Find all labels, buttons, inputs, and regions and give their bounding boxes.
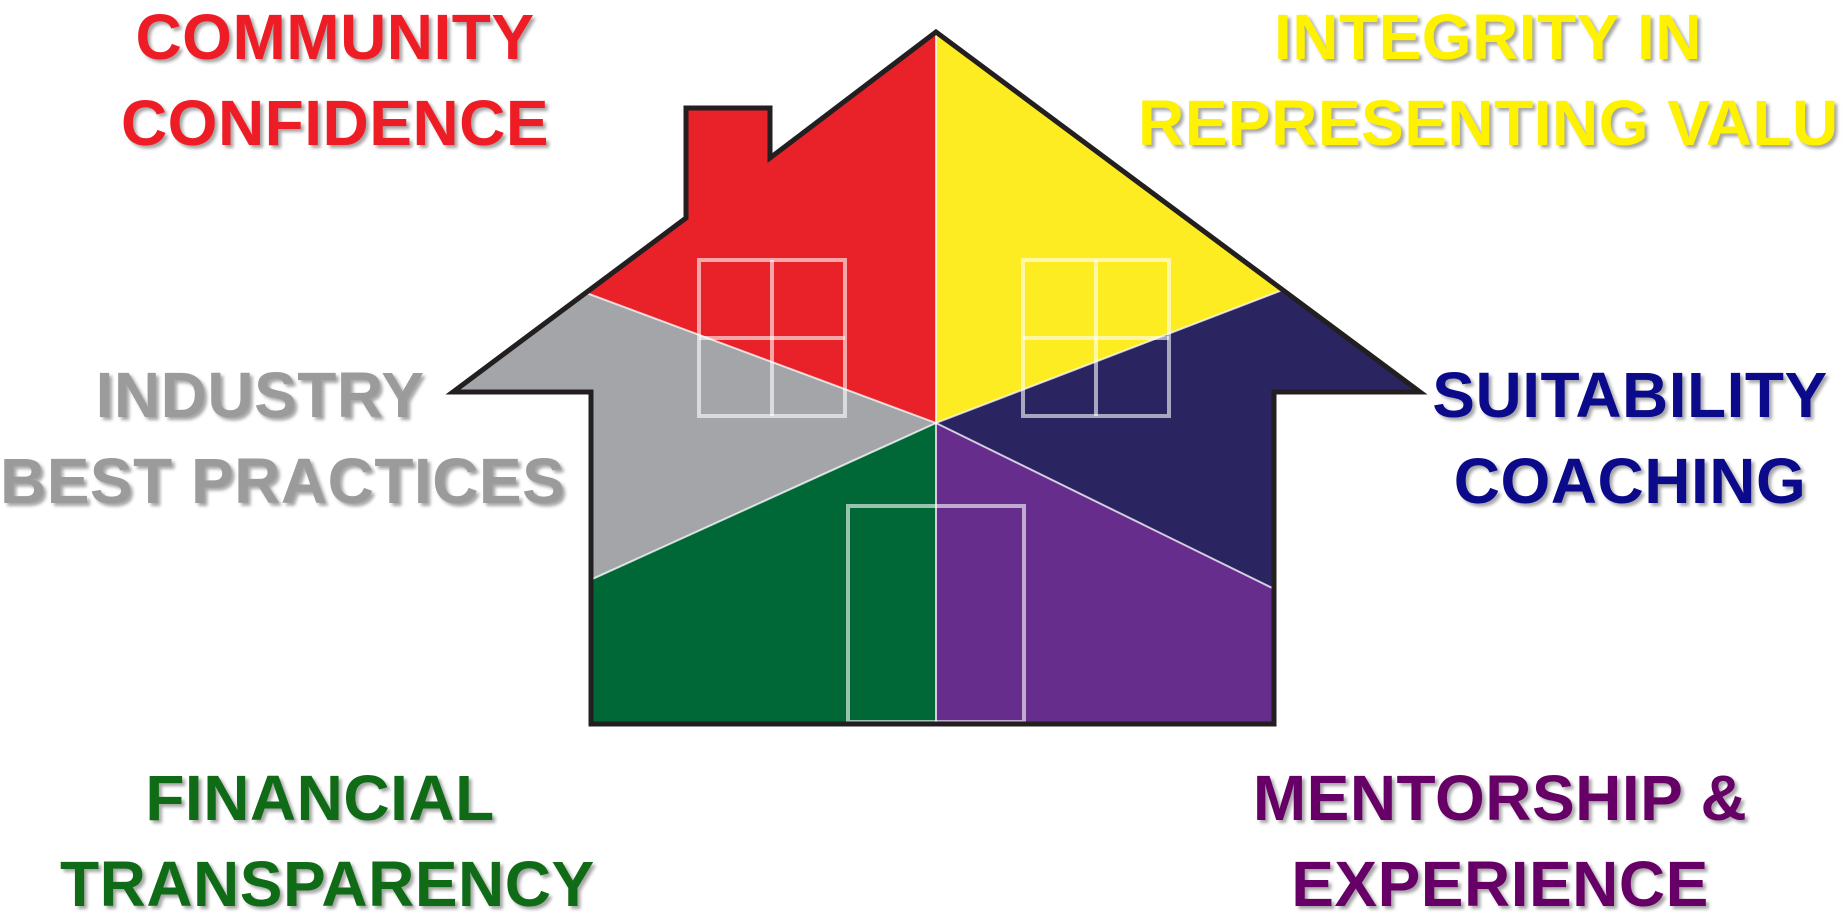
label-financial-line1: FINANCIAL	[145, 762, 495, 834]
label-community-confidence: COMMUNITY CONFIDENCE	[100, 0, 570, 166]
label-suitability-line2: COACHING	[1453, 445, 1807, 517]
label-suitability-line1: SUITABILITY	[1432, 359, 1828, 431]
label-integrity-line2: REPRESENTING VALUE	[1138, 87, 1843, 159]
label-mentorship-line2: EXPERIENCE	[1291, 848, 1709, 920]
house-outline	[445, 28, 1428, 727]
label-mentorship-experience: MENTORSHIP & EXPERIENCE	[1240, 755, 1760, 921]
label-integrity-line1: INTEGRITY IN	[1274, 1, 1702, 73]
label-financial-line2: TRANSPARENCY	[60, 848, 595, 920]
window-left-icon	[697, 258, 847, 418]
label-suitability-coaching: SUITABILITY COACHING	[1430, 352, 1830, 524]
label-integrity-representing-value: INTEGRITY IN REPRESENTING VALUE	[1138, 0, 1843, 166]
label-mentorship-line1: MENTORSHIP &	[1252, 762, 1748, 834]
window-right-icon	[1021, 258, 1171, 418]
label-financial-transparency: FINANCIAL TRANSPARENCY	[60, 755, 595, 921]
label-industry-best-practices: INDUSTRY BEST PRACTICES	[0, 352, 566, 524]
label-community-line1: COMMUNITY	[135, 1, 535, 73]
label-community-line2: CONFIDENCE	[120, 87, 550, 159]
label-industry-line2: BEST PRACTICES	[0, 445, 566, 517]
label-industry-line1: INDUSTRY	[95, 359, 425, 431]
